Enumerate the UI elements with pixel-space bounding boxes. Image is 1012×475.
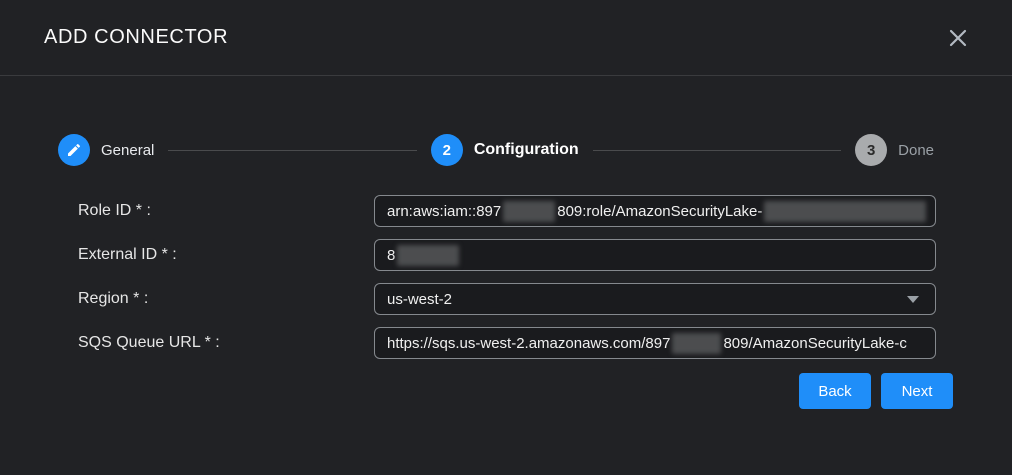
dialog-header: ADD CONNECTOR [0,0,1012,76]
back-button[interactable]: Back [799,373,871,409]
external-id-row: External ID * : 8 [78,239,936,271]
step-general[interactable]: General [58,134,154,166]
external-id-label: External ID * : [78,246,177,263]
step-done-label: Done [898,141,935,159]
role-id-label: Role ID * : [78,202,151,219]
close-button[interactable] [944,24,972,52]
region-select[interactable]: us-west-2 [374,283,936,315]
step-done[interactable]: 3 Done [855,134,934,166]
step-configuration[interactable]: 2 Configuration [430,134,579,166]
redaction-blur [764,200,927,222]
region-value: us-west-2 [387,290,453,308]
dialog-actions: Back Next [0,373,953,409]
pencil-icon [68,143,81,156]
next-button[interactable]: Next [881,373,953,409]
stepper: General 2 Configuration 3 Done [58,134,934,166]
chevron-down-icon [907,295,919,303]
redaction-blur [672,332,722,354]
region-row: Region * : us-west-2 [78,283,936,315]
configuration-form: Role ID * : arn:aws:iam::897 809:role/Ama… [78,195,936,359]
step-configuration-label: Configuration [473,141,579,158]
role-id-value-part2: 809:role/AmazonSecurityLake- [557,202,763,220]
sqs-queue-url-row: SQS Queue URL * : https://sqs.us-west-2.… [78,327,936,359]
redaction-blur [503,200,556,222]
external-id-value: 8 [387,246,396,264]
sqs-url-value-part2: 809/AmazonSecurityLake-c [723,334,907,352]
step-done-circle: 3 [855,134,888,166]
step-general-label: General [101,141,155,159]
stepper-connector [168,149,417,151]
dialog-title: ADD CONNECTOR [44,26,229,48]
role-id-input[interactable]: arn:aws:iam::897 809:role/AmazonSecurityL… [374,195,936,227]
external-id-input[interactable]: 8 [374,239,936,271]
region-label: Region * : [78,290,149,307]
role-id-row: Role ID * : arn:aws:iam::897 809:role/Ama… [78,195,936,227]
sqs-queue-url-input[interactable]: https://sqs.us-west-2.amazonaws.com/897 8… [374,327,936,359]
stepper-connector [592,149,842,151]
redaction-blur [397,244,460,266]
sqs-queue-url-label: SQS Queue URL * : [78,334,220,351]
close-icon [949,29,967,46]
step-configuration-circle: 2 [430,134,463,166]
sqs-url-value-part1: https://sqs.us-west-2.amazonaws.com/897 [387,334,671,352]
step-general-circle [58,134,90,166]
role-id-value-part1: arn:aws:iam::897 [387,202,502,220]
